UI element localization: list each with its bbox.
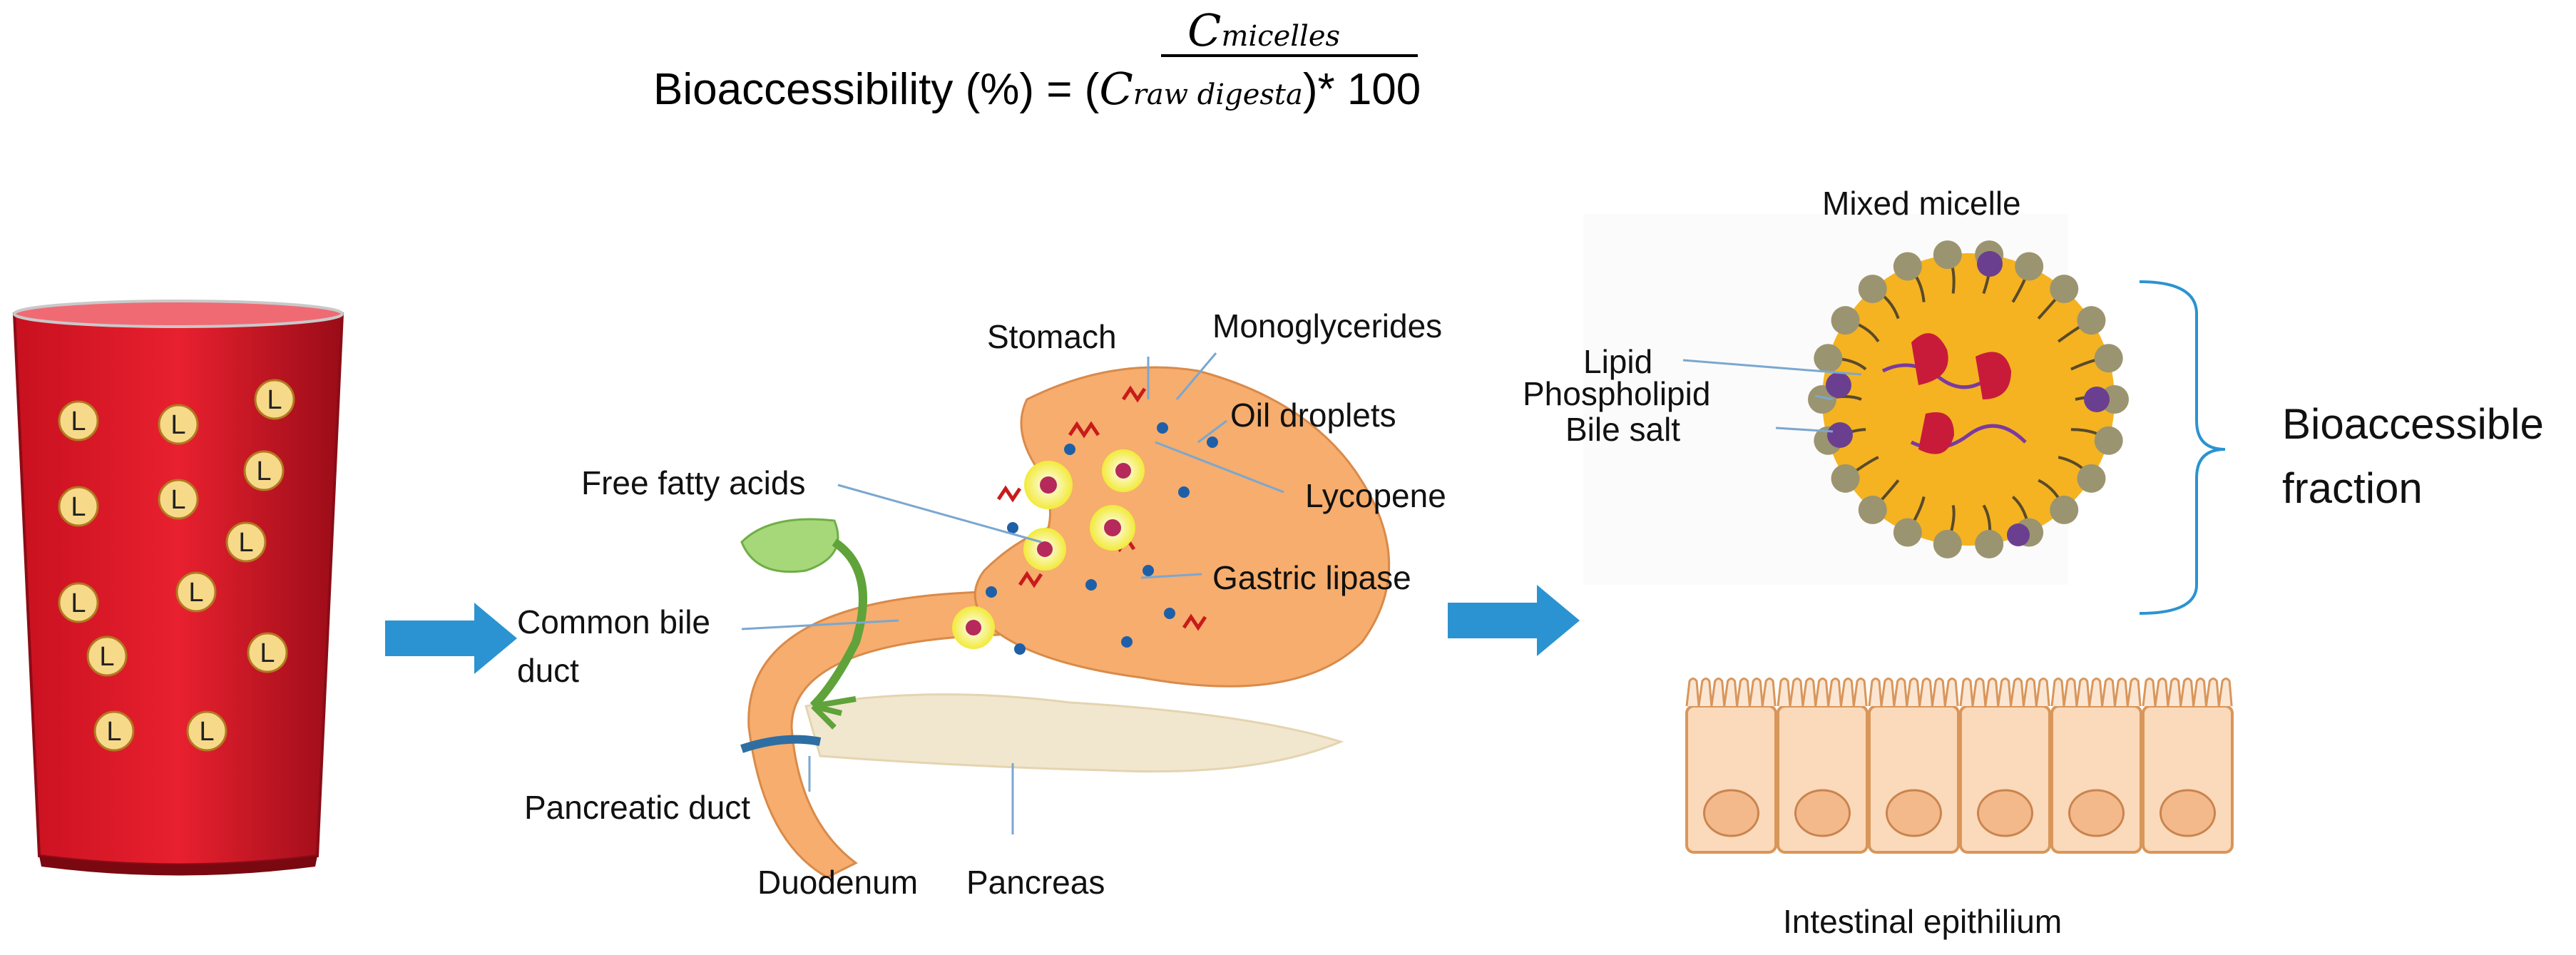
label-lycopene: Lycopene bbox=[1305, 477, 1446, 514]
lycopene-particle: L bbox=[243, 450, 285, 491]
label-common-bile-duct-1: Common bile bbox=[517, 603, 710, 640]
arrow-2 bbox=[1448, 585, 1580, 656]
phospholipid-head bbox=[2050, 275, 2079, 304]
phospholipid-head bbox=[2077, 464, 2106, 493]
phospholipid-head bbox=[1814, 344, 1843, 373]
label-mixed-micelle: Mixed micelle bbox=[1822, 185, 2021, 222]
label-lipid: Lipid bbox=[1583, 343, 1653, 380]
arrow-1 bbox=[385, 603, 517, 674]
fraction-bracket bbox=[2139, 280, 2226, 615]
phospholipid-head bbox=[1831, 306, 1860, 335]
lycopene-particle: L bbox=[247, 632, 288, 673]
phospholipid-head bbox=[2077, 306, 2106, 335]
phospholipid-head bbox=[2094, 426, 2123, 455]
formula-main: Bioaccessibility (%) = (Craw digesta)* 1… bbox=[653, 63, 1421, 115]
lycopene-particle: L bbox=[93, 710, 135, 752]
svg-text:L: L bbox=[238, 528, 253, 558]
phospholipid-head bbox=[1893, 252, 1922, 281]
epithelial-cell bbox=[1959, 678, 2051, 854]
phospholipid-head bbox=[2094, 344, 2123, 373]
phospholipid-head bbox=[1933, 240, 1962, 270]
label-bioaccessible: Bioaccessible bbox=[2282, 400, 2544, 448]
lycopene-particle: L bbox=[58, 486, 99, 527]
bioaccessibility-formula: Cmicelles Bioaccessibility (%) = (Craw d… bbox=[0, 0, 2576, 143]
epithelial-cell bbox=[2142, 678, 2234, 854]
lycopene-particle: L bbox=[186, 710, 228, 752]
digestive-system bbox=[740, 352, 1391, 879]
epithelial-cell bbox=[1868, 678, 1960, 854]
lycopene-particle: L bbox=[254, 379, 295, 420]
lycopene-particle: L bbox=[86, 635, 128, 677]
label-bile-salt: Bile salt bbox=[1565, 411, 1681, 448]
label-pancreas: Pancreas bbox=[966, 864, 1105, 901]
lycopene-particle: L bbox=[58, 582, 99, 623]
label-pancreatic-duct: Pancreatic duct bbox=[524, 789, 751, 826]
phospholipid-head bbox=[2015, 252, 2044, 281]
formula-numerator: Cmicelles bbox=[1187, 4, 1341, 56]
intestinal-epithelium bbox=[1685, 678, 2234, 854]
label-phospholipid: Phospholipid bbox=[1523, 375, 1711, 412]
label-monoglycerides: Monoglycerides bbox=[1212, 307, 1443, 344]
lycopene-particle: L bbox=[225, 521, 267, 563]
phospholipid-head bbox=[2050, 495, 2079, 524]
label-gastric-lipase: Gastric lipase bbox=[1212, 559, 1411, 596]
svg-text:L: L bbox=[267, 385, 282, 415]
label-free-fatty-acids: Free fatty acids bbox=[581, 464, 806, 501]
svg-text:L: L bbox=[188, 578, 203, 608]
lycopene-particle: L bbox=[158, 404, 199, 445]
svg-text:L: L bbox=[256, 456, 271, 486]
epithelial-cell bbox=[1777, 678, 1869, 854]
svg-text:L: L bbox=[99, 642, 114, 672]
label-intestinal-epithelium: Intestinal epithilium bbox=[1783, 903, 2063, 940]
mixed-micelle bbox=[1583, 214, 2129, 585]
lycopene-particle: L bbox=[58, 400, 99, 441]
phospholipid-head bbox=[1858, 275, 1887, 304]
svg-text:L: L bbox=[199, 717, 214, 747]
epithelial-cell bbox=[2050, 678, 2142, 854]
lycopene-particle: L bbox=[175, 571, 217, 613]
phospholipid-head bbox=[1831, 464, 1860, 493]
svg-text:L: L bbox=[71, 588, 86, 618]
svg-text:L: L bbox=[71, 407, 86, 436]
formula-fraction-bar bbox=[1161, 54, 1418, 57]
svg-text:L: L bbox=[170, 485, 185, 515]
label-stomach: Stomach bbox=[987, 318, 1117, 355]
label-oil-droplets: Oil droplets bbox=[1230, 397, 1396, 434]
epithelial-cell bbox=[1685, 678, 1777, 854]
svg-text:L: L bbox=[260, 638, 275, 668]
label-fraction: fraction bbox=[2282, 464, 2423, 512]
label-duodenum: Duodenum bbox=[757, 864, 919, 901]
svg-text:L: L bbox=[106, 717, 121, 747]
phospholipid-heads bbox=[1808, 240, 2129, 558]
phospholipid-head bbox=[1858, 495, 1887, 524]
svg-text:L: L bbox=[71, 492, 86, 522]
lycopene-particle: L bbox=[158, 479, 199, 520]
phospholipid-head bbox=[2100, 385, 2129, 414]
oil-droplets bbox=[952, 449, 1145, 649]
phospholipid-head bbox=[1933, 529, 1962, 558]
phospholipid-head bbox=[1975, 529, 2004, 558]
svg-text:L: L bbox=[170, 410, 185, 440]
phospholipid-head bbox=[1893, 518, 1922, 547]
label-common-bile-duct-2: duct bbox=[517, 652, 579, 689]
